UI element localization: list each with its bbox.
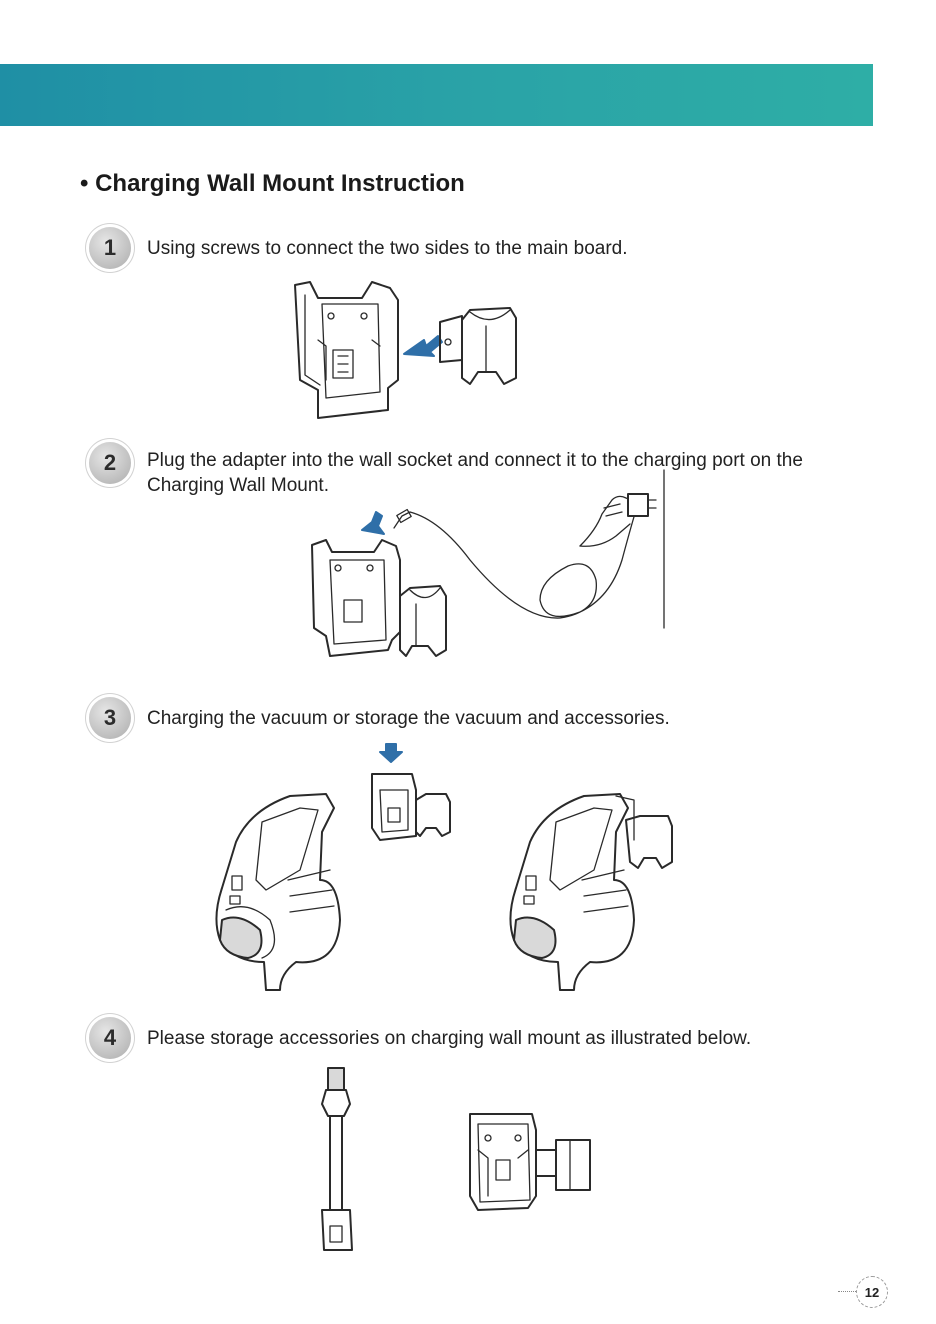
wall-mount-small-illustration bbox=[371, 773, 451, 841]
step-2-badge: 2 bbox=[89, 442, 131, 484]
mount-assembly-illustration bbox=[311, 539, 447, 657]
down-arrow-icon bbox=[361, 511, 385, 535]
wall-mount-front-illustration bbox=[469, 1113, 591, 1211]
step-2-text: Plug the adapter into the wall socket an… bbox=[147, 450, 803, 496]
step-1-badge: 1 bbox=[89, 227, 131, 269]
side-holder-illustration bbox=[439, 307, 517, 385]
charging-cable-illustration bbox=[393, 508, 637, 619]
step-4-text: Please storage accessories on charging w… bbox=[147, 1028, 752, 1049]
vacuum-right-illustration bbox=[509, 793, 673, 991]
section-heading: • Charging Wall Mount Instruction bbox=[80, 170, 465, 197]
page-number: 12 bbox=[856, 1276, 888, 1308]
step-3-text: Charging the vacuum or storage the vacuu… bbox=[147, 708, 670, 729]
mount-board-illustration bbox=[294, 281, 399, 419]
step-3-badge: 3 bbox=[89, 697, 131, 739]
header-banner bbox=[0, 64, 873, 126]
step-4-badge: 4 bbox=[89, 1017, 131, 1059]
hand-adapter-illustration bbox=[579, 469, 665, 629]
step-1-text: Using screws to connect the two sides to… bbox=[147, 238, 628, 259]
down-arrow-icon-step3 bbox=[379, 743, 403, 763]
extension-tube-illustration bbox=[321, 1067, 353, 1251]
page-number-leader bbox=[838, 1291, 856, 1292]
vacuum-left-illustration bbox=[215, 793, 341, 991]
